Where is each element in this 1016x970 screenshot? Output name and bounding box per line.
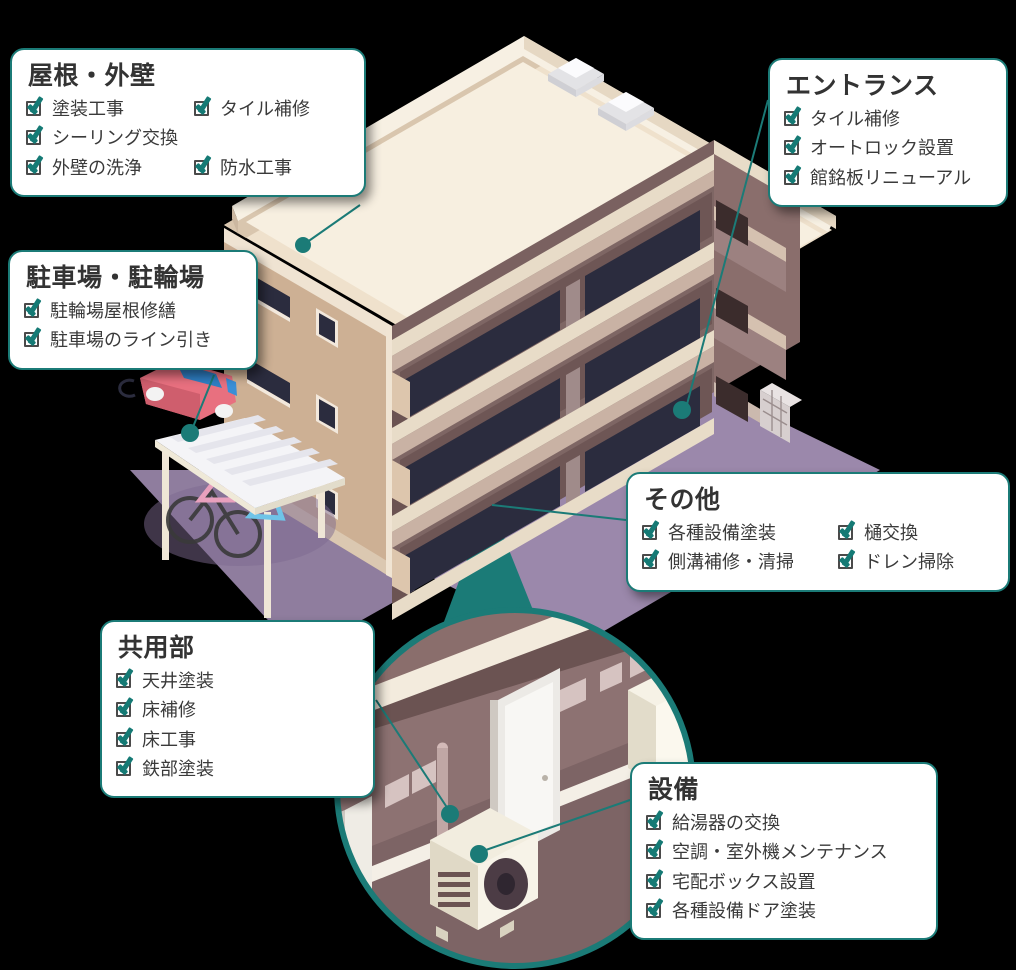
checkbox-checked-icon bbox=[116, 672, 135, 691]
card-parking[interactable]: 駐車場・駐輪場 駐輪場屋根修繕 駐車場のライン引き bbox=[8, 250, 258, 370]
anchor-dot-parking bbox=[181, 424, 199, 442]
checklist-item[interactable]: 床補修 bbox=[116, 696, 244, 725]
checkbox-checked-icon bbox=[24, 302, 43, 321]
checklist-item[interactable]: 外壁の洗浄 bbox=[26, 154, 194, 183]
checkbox-checked-icon bbox=[784, 139, 803, 158]
anchor-dot-roof bbox=[295, 237, 311, 253]
checkbox-checked-icon bbox=[26, 159, 45, 178]
anchor-dot-equipment bbox=[470, 845, 488, 863]
checklist-label: 空調・室外機メンテナンス bbox=[672, 842, 888, 864]
checklist-label: 駐輪場屋根修繕 bbox=[50, 301, 176, 323]
connector-dots bbox=[181, 237, 691, 863]
parking-area bbox=[118, 360, 345, 618]
checkbox-checked-icon bbox=[194, 100, 213, 119]
card-common-area[interactable]: 共用部 天井塗装 床補修 床工事 鉄部塗装 bbox=[100, 620, 375, 798]
card-equipment[interactable]: 設備 給湯器の交換 空調・室外機メンテナンス 宅配ボックス設置 各種設備ドア塗装 bbox=[630, 762, 938, 940]
checkbox-checked-icon bbox=[646, 843, 665, 862]
checklist-label: 樋交換 bbox=[864, 523, 918, 545]
checklist-item[interactable]: タイル補修 bbox=[194, 95, 344, 124]
checklist-item[interactable]: シーリング交換 bbox=[26, 124, 350, 153]
checkbox-checked-icon bbox=[116, 731, 135, 750]
checkbox-checked-icon bbox=[646, 873, 665, 892]
card-title: 設備 bbox=[648, 775, 700, 804]
checkbox-checked-icon bbox=[26, 129, 45, 148]
checklist-label: 側溝補修・清掃 bbox=[668, 552, 794, 574]
checklist-label: 鉄部塗装 bbox=[142, 758, 214, 780]
card-title: その他 bbox=[644, 485, 721, 514]
checklist-item[interactable]: 給湯器の交換 bbox=[646, 809, 922, 838]
checklist-item[interactable]: 空調・室外機メンテナンス bbox=[646, 838, 922, 867]
checklist-label: オートロック設置 bbox=[810, 138, 954, 160]
checklist-label: 各種設備塗装 bbox=[668, 523, 776, 545]
card-other[interactable]: その他 各種設備塗装 樋交換 側溝補修・清掃 ドレン掃除 bbox=[626, 472, 1010, 592]
checklist-item[interactable]: 塗装工事 bbox=[26, 95, 194, 124]
card-title: 共用部 bbox=[118, 633, 195, 662]
checklist-item[interactable]: 床工事 bbox=[116, 726, 244, 755]
roof-vent-icon bbox=[548, 58, 654, 131]
checklist-item[interactable]: 各種設備ドア塗装 bbox=[646, 897, 922, 926]
checklist-label: 床補修 bbox=[142, 700, 196, 722]
checklist-label: 駐車場のライン引き bbox=[50, 330, 212, 352]
checklist-label: 館銘板リニューアル bbox=[810, 167, 972, 189]
checklist-label: 宅配ボックス設置 bbox=[672, 871, 816, 893]
checklist-label: 防水工事 bbox=[220, 157, 292, 179]
checklist-item[interactable]: ドレン掃除 bbox=[838, 548, 988, 577]
checklist-item[interactable]: タイル補修 bbox=[784, 105, 992, 134]
checklist-label: タイル補修 bbox=[220, 99, 310, 121]
checklist-item[interactable]: 館銘板リニューアル bbox=[784, 164, 992, 193]
checklist-item[interactable]: 駐車場のライン引き bbox=[24, 326, 242, 355]
checklist-label: ドレン掃除 bbox=[864, 552, 954, 574]
checklist-item[interactable]: 鉄部塗装 bbox=[116, 755, 244, 784]
checklist-item[interactable]: 各種設備塗装 bbox=[642, 519, 838, 548]
checklist-item[interactable]: 駐輪場屋根修繕 bbox=[24, 297, 242, 326]
checklist-label: 塗装工事 bbox=[52, 99, 124, 121]
checkbox-checked-icon bbox=[642, 524, 661, 543]
checklist-label: 各種設備ドア塗装 bbox=[672, 900, 816, 922]
checkbox-checked-icon bbox=[838, 553, 857, 572]
checkbox-checked-icon bbox=[646, 902, 665, 921]
card-entrance[interactable]: エントランス タイル補修 オートロック設置 館銘板リニューアル bbox=[768, 58, 1008, 207]
checkbox-checked-icon bbox=[642, 553, 661, 572]
checklist-label: シーリング交換 bbox=[52, 128, 178, 150]
checkbox-checked-icon bbox=[646, 814, 665, 833]
balcony-floors bbox=[392, 154, 714, 620]
checklist-item[interactable]: 宅配ボックス設置 bbox=[646, 868, 922, 897]
checklist-item[interactable]: 天井塗装 bbox=[116, 667, 244, 696]
checklist-label: 給湯器の交換 bbox=[672, 813, 780, 835]
checklist-item[interactable]: 側溝補修・清掃 bbox=[642, 548, 838, 577]
checklist-item[interactable]: 防水工事 bbox=[194, 154, 344, 183]
checkbox-checked-icon bbox=[784, 110, 803, 129]
checkbox-checked-icon bbox=[838, 524, 857, 543]
checklist-label: 外壁の洗浄 bbox=[52, 157, 142, 179]
card-title: エントランス bbox=[786, 71, 939, 100]
checklist-item[interactable]: 樋交換 bbox=[838, 519, 988, 548]
card-title: 屋根・外壁 bbox=[28, 61, 156, 90]
anchor-dot-common bbox=[441, 805, 459, 823]
connector-lines bbox=[190, 99, 769, 853]
anchor-dot-entrance bbox=[673, 401, 691, 419]
card-title: 駐車場・駐輪場 bbox=[26, 263, 205, 292]
card-roof-exterior[interactable]: 屋根・外壁 塗装工事 タイル補修 シーリング交換 外壁の洗浄 防水工事 bbox=[10, 48, 366, 197]
checkbox-checked-icon bbox=[116, 701, 135, 720]
checkbox-checked-icon bbox=[116, 760, 135, 779]
checkbox-checked-icon bbox=[784, 169, 803, 188]
checklist-label: 床工事 bbox=[142, 729, 196, 751]
checklist-label: 天井塗装 bbox=[142, 671, 214, 693]
checkbox-checked-icon bbox=[24, 331, 43, 350]
checklist-label: タイル補修 bbox=[810, 109, 900, 131]
checklist-item[interactable]: オートロック設置 bbox=[784, 134, 992, 163]
checkbox-checked-icon bbox=[194, 159, 213, 178]
checkbox-checked-icon bbox=[26, 100, 45, 119]
